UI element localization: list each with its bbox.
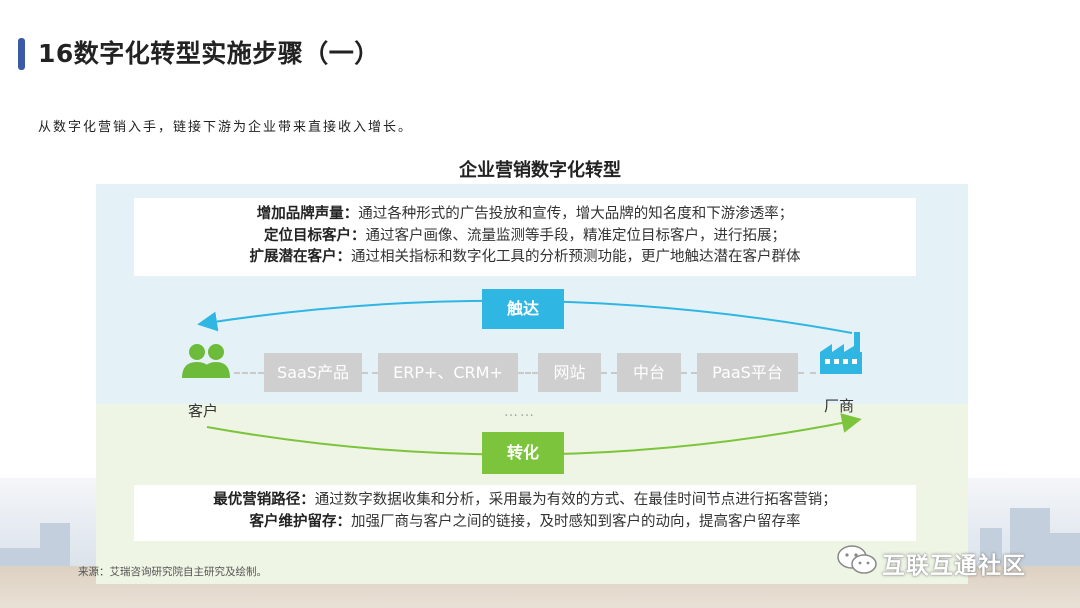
factory-icon [818, 330, 864, 376]
connector-dash [681, 372, 697, 374]
connector-dash [518, 372, 538, 374]
wechat-icon [836, 543, 878, 577]
channel-chip: SaaS产品 [264, 353, 362, 392]
conversion-line-2-text: 加强厂商与客户之间的链接，及时感知到客户的动向，提高客户留存率 [351, 514, 801, 530]
channel-chip: ERP+、CRM+ [378, 353, 518, 392]
factory-label: 厂商 [824, 395, 854, 416]
conversion-description-box: 最优营销路径：通过数字数据收集和分析，采用最为有效的方式、在最佳时间节点进行拓客… [134, 485, 916, 541]
conversion-line-2-label: 客户维护留存： [250, 514, 352, 530]
channel-chip: 中台 [617, 353, 681, 392]
channel-chip: PaaS平台 [697, 353, 798, 392]
channel-chip: 网站 [538, 353, 601, 392]
customer-label: 客户 [188, 400, 218, 421]
connector-dash [234, 372, 264, 374]
watermark-text: 互联互通社区 [882, 546, 1026, 580]
conversion-line-1: 最优营销路径：通过数字数据收集和分析，采用最为有效的方式、在最佳时间节点进行拓客… [134, 490, 916, 512]
source-note: 来源：艾瑞咨询研究院自主研究及绘制。 [78, 564, 267, 579]
connector-dash [601, 372, 617, 374]
convert-tag: 转化 [482, 432, 564, 474]
conversion-line-1-text: 通过数字数据收集和分析，采用最为有效的方式、在最佳时间节点进行拓客营销； [315, 492, 837, 508]
reach-tag: 触达 [482, 289, 564, 329]
ellipsis: …… [504, 404, 536, 420]
connector-dash [362, 372, 378, 374]
connector-dash [798, 372, 816, 374]
conversion-line-1-label: 最优营销路径： [213, 492, 315, 508]
conversion-line-2: 客户维护留存：加强厂商与客户之间的链接，及时感知到客户的动向，提高客户留存率 [134, 512, 916, 534]
customer-group-icon [180, 342, 232, 380]
